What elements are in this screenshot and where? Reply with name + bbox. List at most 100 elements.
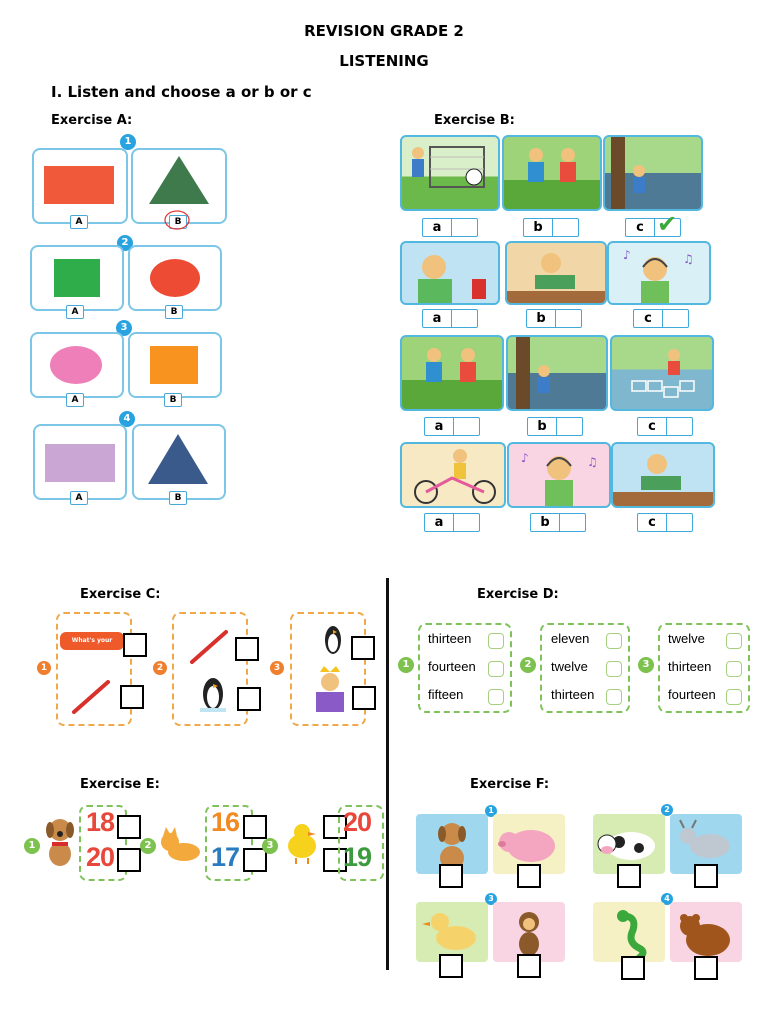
penguin-icon [325, 626, 341, 654]
exa-q3-option-b-card[interactable] [128, 332, 222, 398]
word-option: twelve [668, 631, 705, 646]
answer-checkbox[interactable] [694, 864, 718, 888]
exe-q1-group [79, 805, 127, 881]
picture-girl-listening-music[interactable]: ♪♫ [507, 442, 611, 508]
svg-text:♪: ♪ [521, 451, 529, 465]
picture-boy-eating-snack[interactable] [400, 241, 500, 305]
question-number: 3 [116, 320, 132, 336]
number-option: 16 [211, 807, 240, 837]
picture-kids-running[interactable] [502, 135, 602, 211]
exa-q4-option-b-card[interactable] [132, 424, 226, 500]
answer-checkbox[interactable] [352, 686, 376, 710]
option-a-label[interactable]: A [70, 215, 88, 229]
exb-option-b[interactable]: b [523, 218, 579, 237]
answer-checkbox[interactable] [606, 661, 622, 677]
answer-checkbox[interactable] [606, 633, 622, 649]
exe-q3-group [338, 805, 384, 881]
exb-option-a[interactable]: a [422, 218, 478, 237]
cow-icon [597, 832, 655, 860]
option-b-label[interactable]: B [164, 393, 182, 407]
exf-picture-monkey[interactable] [493, 902, 565, 962]
exc-q3-group [290, 612, 366, 726]
lilac-rectangle [45, 444, 115, 482]
exe-q2-group [205, 805, 253, 881]
option-a-label[interactable]: A [66, 305, 84, 319]
answer-checkbox[interactable] [323, 848, 347, 872]
exb-option-b[interactable]: b [527, 417, 583, 436]
exb-option-c[interactable]: c [633, 309, 689, 328]
picture-boy-reading-book[interactable] [505, 241, 607, 305]
option-a-label[interactable]: A [66, 393, 84, 407]
exf-picture-pig[interactable] [493, 814, 565, 874]
answer-checkbox[interactable] [517, 864, 541, 888]
picture-kids-running[interactable] [400, 335, 504, 411]
exercise-b-label: Exercise B: [434, 113, 515, 128]
exb-option-b[interactable]: b [530, 513, 586, 532]
question-number: 1 [120, 134, 136, 150]
answer-checkbox[interactable] [439, 864, 463, 888]
number-option: 18 [86, 807, 115, 837]
exb-option-a[interactable]: a [424, 417, 480, 436]
exa-q4-option-a-card[interactable] [33, 424, 127, 500]
option-b-label[interactable]: B [165, 305, 183, 319]
answer-checkbox[interactable] [120, 685, 144, 709]
exb-option-c[interactable]: c [625, 218, 681, 237]
exa-q3-option-a-card[interactable] [30, 332, 124, 398]
exb-option-a[interactable]: a [424, 513, 480, 532]
picture-girl-riding-bike[interactable] [400, 442, 506, 508]
answer-checkbox[interactable] [243, 815, 267, 839]
section-title: I. Listen and choose a or b or c [51, 83, 312, 101]
answer-checkbox[interactable] [488, 689, 504, 705]
answer-checkbox[interactable] [243, 848, 267, 872]
answer-checkbox[interactable] [726, 689, 742, 705]
number-option: 17 [211, 842, 240, 872]
answer-checkbox[interactable] [351, 636, 375, 660]
answer-checkbox[interactable] [606, 689, 622, 705]
answer-checkbox[interactable] [123, 633, 147, 657]
exb-option-a[interactable]: a [422, 309, 478, 328]
answer-checkbox[interactable] [439, 954, 463, 978]
answer-checkbox[interactable] [726, 661, 742, 677]
exa-q2-option-b-card[interactable] [128, 245, 222, 311]
question-number: 3 [262, 838, 278, 854]
question-number: 2 [140, 838, 156, 854]
exercise-d-label: Exercise D: [477, 587, 559, 602]
question-number: 4 [661, 893, 673, 905]
exf-picture-snake[interactable] [593, 902, 665, 962]
question-number: 4 [119, 411, 135, 427]
picture-girl-listening-music[interactable]: ♪♫ [607, 241, 711, 305]
exf-picture-goat[interactable] [670, 814, 742, 874]
option-b-label[interactable]: B [169, 491, 187, 505]
vertical-divider [386, 578, 389, 970]
exf-picture-bear[interactable] [670, 902, 742, 962]
exb-option-b[interactable]: b [526, 309, 582, 328]
answer-checkbox[interactable] [488, 633, 504, 649]
answer-checkbox[interactable] [117, 815, 141, 839]
answer-checkbox[interactable] [517, 954, 541, 978]
answer-checkbox[interactable] [237, 687, 261, 711]
red-rectangle [44, 166, 114, 204]
exf-picture-duck[interactable] [416, 902, 488, 962]
page-title: REVISION GRADE 2 [304, 22, 464, 40]
exa-q2-option-a-card[interactable] [30, 245, 124, 311]
picture-boy-reading-book[interactable] [611, 442, 715, 508]
question-number: 1 [37, 661, 51, 675]
answer-checkbox[interactable] [694, 956, 718, 980]
bird-icon [288, 824, 316, 864]
answer-checkbox[interactable] [621, 956, 645, 980]
answer-checkbox[interactable] [726, 633, 742, 649]
answer-checkbox[interactable] [235, 637, 259, 661]
exb-option-c[interactable]: c [637, 417, 693, 436]
answer-checkbox[interactable] [488, 661, 504, 677]
picture-girl-playing-hopscotch[interactable] [610, 335, 714, 411]
answer-checkbox[interactable] [323, 815, 347, 839]
exa-q1-option-a-card[interactable] [32, 148, 128, 224]
dog-icon [46, 819, 74, 866]
answer-checkbox[interactable] [117, 848, 141, 872]
exb-option-c[interactable]: c [637, 513, 693, 532]
picture-boy-climbing-tree[interactable] [603, 135, 703, 211]
answer-checkbox[interactable] [617, 864, 641, 888]
picture-boy-climbing-tree[interactable] [506, 335, 608, 411]
option-a-label[interactable]: A [70, 491, 88, 505]
picture-boy-playing-football[interactable] [400, 135, 500, 211]
